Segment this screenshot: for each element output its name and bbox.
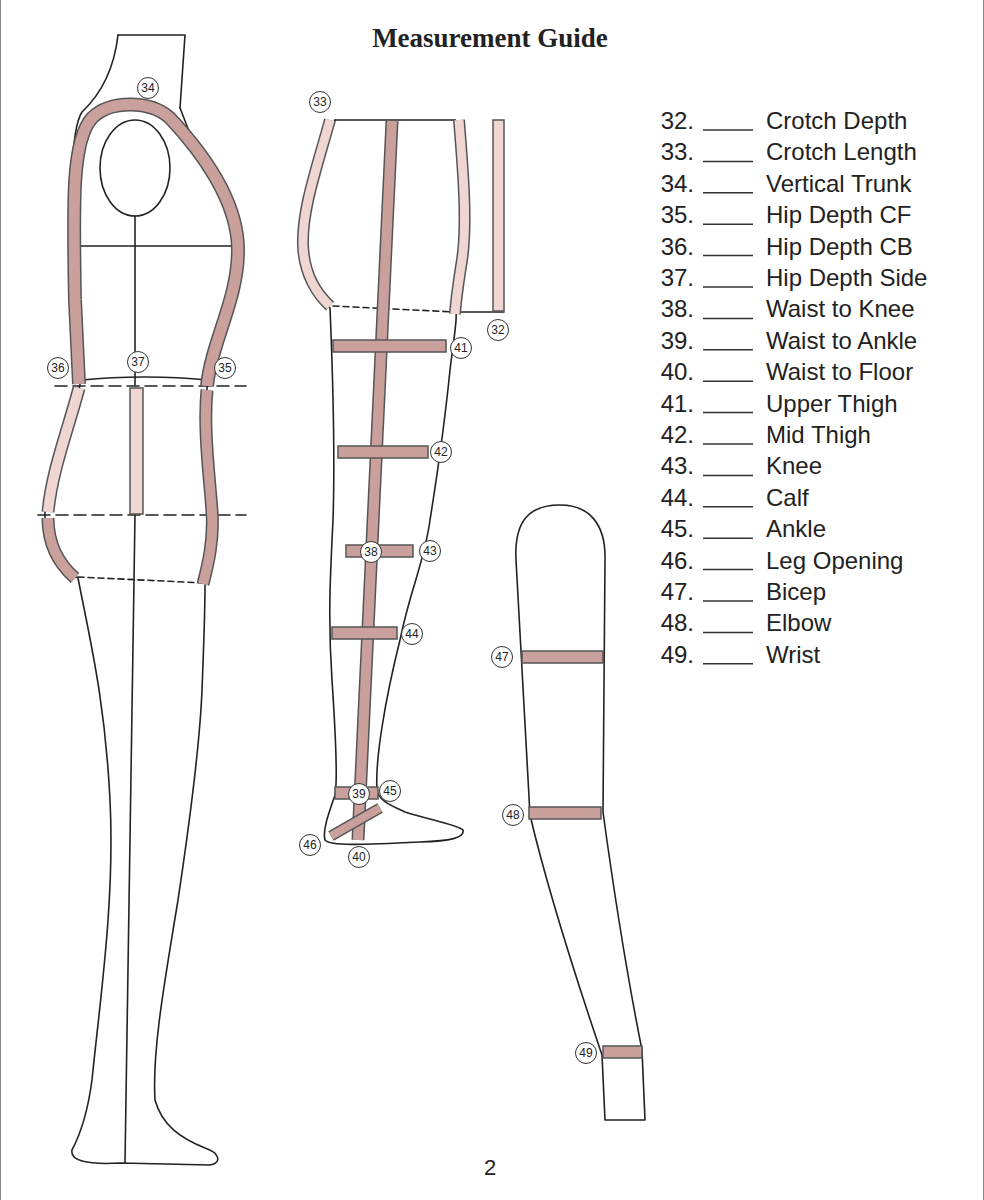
item-number: 35. — [661, 203, 694, 227]
blank-line — [703, 318, 753, 320]
callout-circle: 39 — [348, 783, 370, 805]
callout-circle: 33 — [309, 91, 331, 113]
blank-line — [703, 569, 753, 571]
callout-number: 48 — [506, 809, 519, 821]
callout-circle: 36 — [47, 357, 69, 379]
callout-number: 49 — [579, 1047, 592, 1059]
item-number: 37. — [661, 266, 694, 290]
callout-number: 36 — [51, 362, 64, 374]
measurement-name: Hip Depth CB — [766, 235, 913, 259]
item-number: 34. — [661, 172, 694, 196]
callout-number: 46 — [303, 839, 316, 851]
blank-line — [703, 129, 753, 131]
item-number: 39. — [661, 329, 694, 353]
callout-number: 43 — [423, 545, 436, 557]
page-title: Measurement Guide — [372, 23, 608, 54]
callout-number: 38 — [364, 546, 377, 558]
blank-line — [703, 255, 753, 257]
measurement-name: Mid Thigh — [766, 423, 871, 447]
item-number: 38. — [661, 297, 694, 321]
blank-line — [703, 349, 753, 351]
callout-circle: 49 — [575, 1042, 597, 1064]
item-number: 36. — [661, 235, 694, 259]
item-number: 32. — [661, 109, 694, 133]
measurement-name: Waist to Knee — [766, 297, 915, 321]
callout-circle: 37 — [127, 351, 149, 373]
blank-line — [703, 412, 753, 414]
page-number: 2 — [484, 1157, 496, 1179]
item-number: 33. — [661, 140, 694, 164]
measurement-name: Knee — [766, 454, 822, 478]
callout-circle: 45 — [379, 780, 401, 802]
callout-circle: 41 — [450, 337, 472, 359]
blank-line — [703, 443, 753, 445]
measurement-name: Wrist — [766, 643, 820, 667]
measurement-name: Crotch Length — [766, 140, 917, 164]
blank-line — [703, 600, 753, 602]
item-number: 49. — [661, 643, 694, 667]
callout-circle: 47 — [491, 646, 513, 668]
callout-number: 34 — [141, 82, 154, 94]
callout-circle: 46 — [299, 834, 321, 856]
measurement-name: Calf — [766, 486, 809, 510]
callout-number: 47 — [495, 651, 508, 663]
item-number: 43. — [661, 454, 694, 478]
measurement-name: Bicep — [766, 580, 826, 604]
callout-number: 37 — [131, 356, 144, 368]
measurement-name: Waist to Floor — [766, 360, 913, 384]
item-number: 48. — [661, 611, 694, 635]
measurement-name: Hip Depth CF — [766, 203, 911, 227]
blank-line — [703, 506, 753, 508]
callout-number: 41 — [454, 342, 467, 354]
measurement-name: Ankle — [766, 517, 826, 541]
callout-number: 39 — [352, 788, 365, 800]
blank-line — [703, 161, 753, 163]
blank-line — [703, 632, 753, 634]
callout-number: 33 — [313, 96, 326, 108]
blank-line — [703, 537, 753, 539]
item-number: 46. — [661, 549, 694, 573]
measurement-name: Elbow — [766, 611, 831, 635]
callout-number: 42 — [434, 446, 447, 458]
measurement-name: Crotch Depth — [766, 109, 907, 133]
item-number: 45. — [661, 517, 694, 541]
callout-circle: 38 — [360, 541, 382, 563]
callout-number: 40 — [352, 851, 365, 863]
blank-line — [703, 663, 753, 665]
callout-circle: 40 — [348, 846, 370, 868]
item-number: 47. — [661, 580, 694, 604]
measurement-name: Hip Depth Side — [766, 266, 927, 290]
callout-circle: 44 — [401, 623, 423, 645]
callout-circle: 43 — [419, 540, 441, 562]
blank-line — [703, 286, 753, 288]
measurement-name: Waist to Ankle — [766, 329, 917, 353]
callout-circle: 32 — [487, 319, 509, 341]
callout-circle: 35 — [214, 357, 236, 379]
callout-number: 44 — [405, 628, 418, 640]
measurement-name: Leg Opening — [766, 549, 903, 573]
item-number: 42. — [661, 423, 694, 447]
measurement-name: Vertical Trunk — [766, 172, 911, 196]
blank-line — [703, 192, 753, 194]
blank-line — [703, 475, 753, 477]
item-number: 41. — [661, 392, 694, 416]
item-number: 44. — [661, 486, 694, 510]
callout-number: 45 — [383, 785, 396, 797]
callout-circle: 48 — [502, 804, 524, 826]
measurement-name: Upper Thigh — [766, 392, 898, 416]
callout-circle: 42 — [430, 441, 452, 463]
callout-circle: 34 — [137, 77, 159, 99]
callout-number: 35 — [218, 362, 231, 374]
item-number: 40. — [661, 360, 694, 384]
blank-line — [703, 223, 753, 225]
blank-line — [703, 380, 753, 382]
callout-number: 32 — [491, 324, 504, 336]
